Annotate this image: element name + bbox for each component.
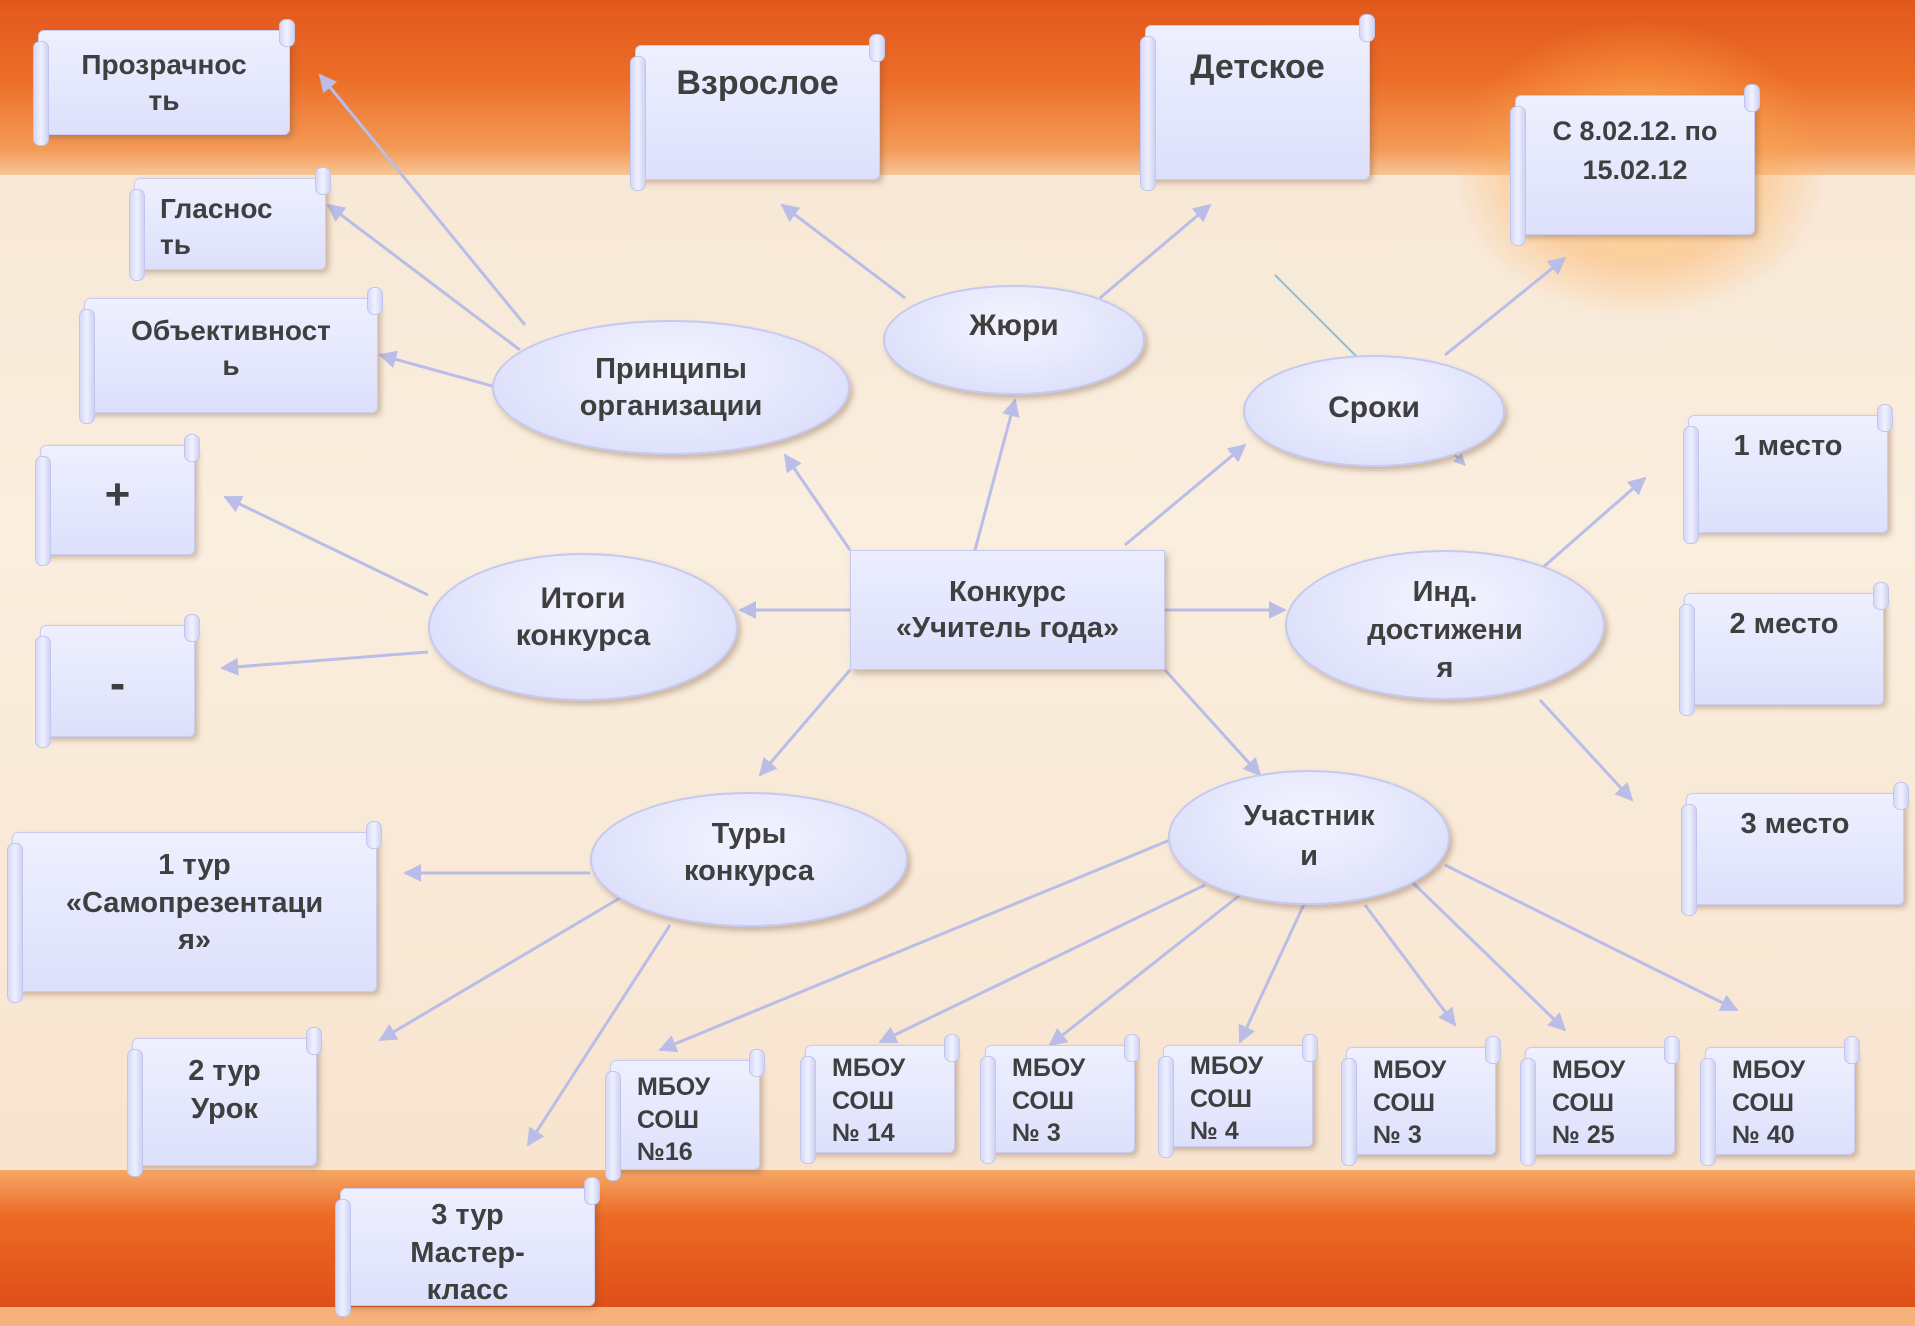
scroll-objectivity: Объективност ь — [79, 287, 383, 424]
link-principles-transparency — [318, 73, 527, 326]
bottom-decor-band — [0, 1170, 1915, 1326]
link-terms-dates — [1444, 256, 1567, 357]
scroll-publicity: Гласнос ть — [129, 167, 331, 281]
scroll-round2-label: 2 тур Урок — [188, 1055, 261, 1125]
scroll-school-14: МБОУ СОШ № 14 — [800, 1034, 960, 1164]
scroll-round2: 2 тур Урок — [127, 1027, 322, 1177]
scroll-first-place: 1 место — [1683, 404, 1893, 544]
link-participants-s3b — [1363, 904, 1457, 1027]
scroll-third-place: 3 место — [1681, 782, 1909, 916]
scroll-transparency-label: Прозрачнос ть — [81, 49, 247, 117]
scroll-school-16: МБОУ СОШ №16 — [605, 1049, 765, 1181]
link-center-participants — [1163, 668, 1262, 777]
link-results-plus — [223, 495, 429, 597]
center-label: Конкурс «Учитель года» — [895, 575, 1120, 644]
link-center-jury — [973, 398, 1020, 551]
scroll-round1: 1 тур «Самопрезентаци я» — [7, 821, 382, 1003]
scroll-objectivity-label: Объективност ь — [131, 315, 331, 381]
link-center-principles — [783, 453, 852, 551]
ellipse-principles-label: Принципы организации — [579, 353, 763, 422]
ellipse-participants: Участник и — [1168, 770, 1450, 905]
ellipse-jury: Жюри — [883, 285, 1145, 395]
scroll-minus-label: - — [109, 657, 126, 709]
link-achievements-third — [1538, 698, 1634, 802]
scroll-children-label: Детское — [1190, 48, 1325, 86]
scroll-minus: - — [35, 614, 200, 748]
scroll-publicity-label: Гласнос ть — [160, 193, 273, 261]
center-node: Конкурс «Учитель года» — [850, 550, 1165, 670]
scroll-children: Детское — [1140, 14, 1375, 191]
link-center-rounds — [758, 669, 852, 777]
scroll-dates-label: С 8.02.12. по 15.02.12 — [1552, 116, 1718, 186]
ellipse-achievements-label: Инд. достижени я — [1367, 576, 1523, 684]
ellipse-rounds: Туры конкурса — [590, 792, 908, 927]
link-participants-s3a — [1048, 893, 1241, 1047]
link-participants-s25 — [1408, 878, 1567, 1032]
scroll-round3-label: 3 тур Мастер- класс — [410, 1199, 525, 1307]
scroll-school-40-label: МБОУ СОШ № 40 — [1732, 1056, 1806, 1149]
scroll-school-3b-label: МБОУ СОШ № 3 — [1373, 1056, 1447, 1149]
link-rounds-round3 — [526, 924, 672, 1147]
scroll-second-place: 2 место — [1679, 582, 1889, 716]
ellipse-terms: Сроки — [1243, 355, 1505, 467]
scroll-first-place-label: 1 место — [1733, 430, 1843, 462]
scroll-round1-label: 1 тур «Самопрезентаци я» — [65, 849, 324, 957]
scroll-adult: Взрослое — [630, 34, 885, 191]
link-results-minus — [220, 650, 429, 676]
scroll-school-25: МБОУ СОШ № 25 — [1520, 1036, 1680, 1166]
ellipse-jury-label: Жюри — [969, 309, 1059, 343]
ellipse-participants-label: Участник и — [1243, 800, 1375, 872]
ellipse-results: Итоги конкурса — [428, 553, 738, 701]
scroll-school-16-label: МБОУ СОШ №16 — [637, 1073, 711, 1166]
link-jury-adult — [780, 203, 906, 300]
ellipse-achievements: Инд. достижени я — [1285, 550, 1605, 700]
scroll-school-4: МБОУ СОШ № 4 — [1158, 1034, 1318, 1158]
ellipse-principles: Принципы организации — [492, 320, 850, 455]
link-participants-s40 — [1444, 863, 1739, 1012]
scroll-dates: С 8.02.12. по 15.02.12 — [1510, 84, 1760, 246]
scroll-school-3a-label: МБОУ СОШ № 3 — [1012, 1054, 1086, 1147]
link-principles-publicity — [326, 203, 521, 352]
bottom-decor-line — [0, 1307, 1915, 1326]
scroll-school-25-label: МБОУ СОШ № 25 — [1552, 1056, 1626, 1149]
link-center-terms — [1124, 443, 1247, 547]
link-participants-s4 — [1238, 901, 1307, 1044]
scroll-third-place-label: 3 место — [1740, 808, 1850, 840]
link-jury-children — [1099, 203, 1212, 300]
scroll-school-3b: МБОУ СОШ № 3 — [1341, 1036, 1501, 1166]
link-participants-s14 — [878, 883, 1206, 1044]
scroll-round3: 3 тур Мастер- класс — [335, 1177, 600, 1317]
link-achievements-first — [1539, 476, 1647, 572]
ellipse-results-label: Итоги конкурса — [515, 581, 651, 653]
scroll-second-place-label: 2 место — [1729, 608, 1839, 640]
link-participants-s16 — [658, 838, 1171, 1053]
scroll-school-14-label: МБОУ СОШ № 14 — [832, 1054, 906, 1147]
scroll-plus-label: + — [104, 470, 131, 519]
scroll-school-40: МБОУ СОШ № 40 — [1700, 1036, 1860, 1166]
scroll-adult-label: Взрослое — [676, 64, 839, 102]
ellipse-rounds-label: Туры конкурса — [684, 818, 814, 887]
scroll-school-3a: МБОУ СОШ № 3 — [980, 1034, 1140, 1164]
scroll-transparency: Прозрачнос ть — [33, 19, 295, 146]
link-rounds-round2 — [378, 893, 626, 1042]
scroll-plus: + — [35, 434, 200, 566]
ellipse-terms-label: Сроки — [1328, 391, 1420, 425]
scroll-school-4-label: МБОУ СОШ № 4 — [1190, 1052, 1264, 1145]
